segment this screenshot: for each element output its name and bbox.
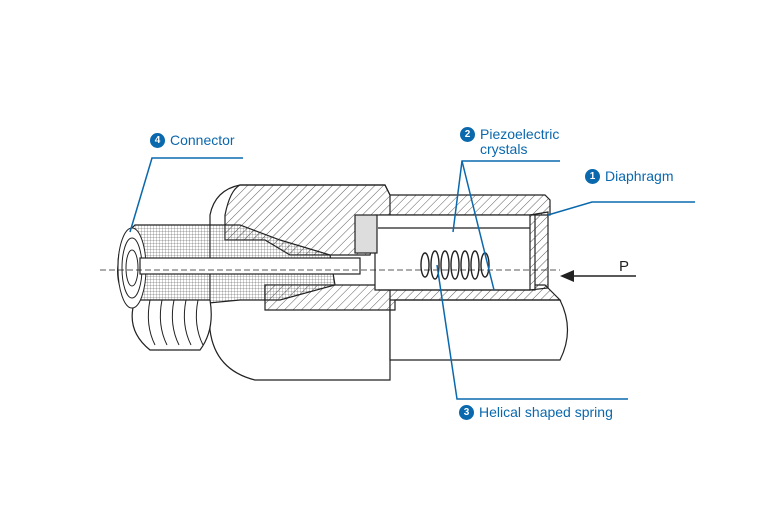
label-helical-spring: 3 Helical shaped spring [459,405,613,420]
front-tube [389,299,569,361]
pressure-arrow [560,270,636,282]
label-text-line2: crystals [480,141,528,157]
label-piezoelectric-crystals: 2 Piezoelectric crystals [460,127,559,157]
number-badge: 3 [459,405,474,420]
number-badge: 4 [150,133,165,148]
label-text: Connector [170,132,235,148]
leader-connector [129,157,243,233]
label-text: Helical shaped spring [479,404,613,420]
connector-threads [131,299,212,351]
center-pin [139,257,361,275]
leader-diaphragm [547,201,695,216]
number-badge: 2 [460,127,475,142]
label-text: Diaphragm [605,168,674,184]
helical-spring [420,250,490,280]
label-text: Piezoelectric [480,126,560,142]
label-connector: 4 Connector [150,133,235,148]
leader-lines [129,157,695,400]
label-diaphragm: 1 Diaphragm [585,169,673,184]
leader-piezo-2 [461,160,495,291]
leader-spring [436,264,628,400]
diaphragm [529,211,549,291]
seal-block [354,214,378,254]
pressure-label: P [619,258,630,275]
thread-lines [147,299,204,346]
number-badge: 1 [585,169,600,184]
